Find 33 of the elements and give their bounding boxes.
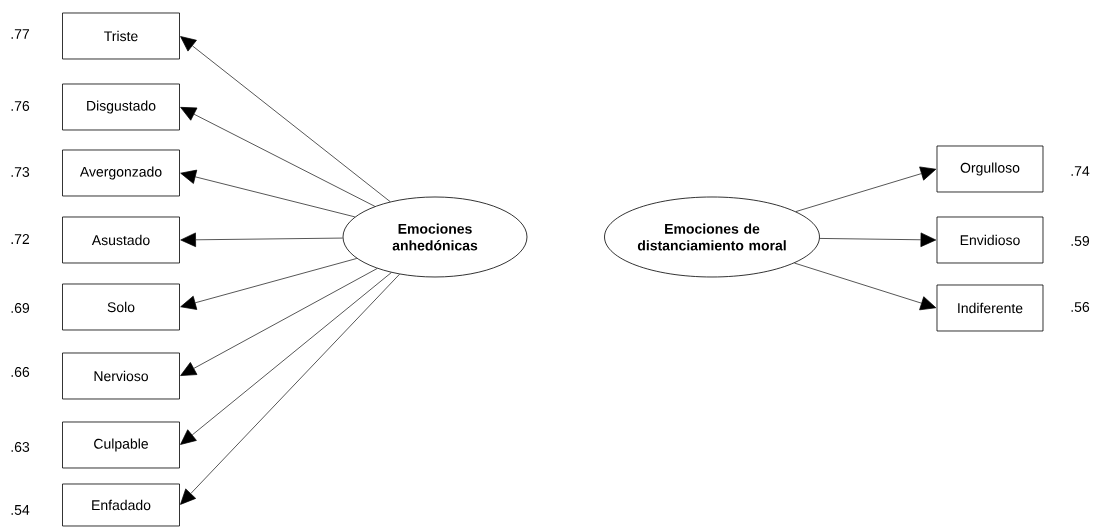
arrow [795,166,937,212]
arrow [180,107,376,207]
arrow [180,36,391,202]
loading-value: .72 [11,234,29,244]
arrow [180,268,378,376]
arrow [180,272,392,445]
arrow [794,262,937,311]
indicator-box: Triste [62,12,180,60]
indicator-box: Asustado [62,216,180,264]
indicator-box: Orgulloso [936,145,1044,193]
arrow [180,169,356,218]
indicator-box: Solo [62,283,180,331]
arrow [180,273,400,505]
loading-value: .54 [11,505,30,515]
loading-value: .63 [11,442,30,452]
arrow [180,258,358,310]
loading-value: .76 [11,101,30,111]
indicator-box: Avergonzado [62,149,180,197]
loading-value: .77 [11,29,29,39]
loading-value: .66 [11,367,30,377]
indicator-box: Nervioso [62,352,180,400]
arrow [180,232,343,248]
loading-value: .59 [1071,236,1090,246]
loading-value: .69 [11,303,30,313]
indicator-box: Indiferente [936,284,1044,332]
indicator-box: Envidioso [936,216,1044,264]
loading-value: .74 [1071,166,1090,176]
arrow [819,232,937,247]
loading-value: .73 [11,167,30,177]
indicator-box: Culpable [62,421,180,469]
loading-value: .56 [1071,302,1090,312]
indicator-box: Enfadado [62,483,180,527]
indicator-box: Disgustado [62,83,180,131]
